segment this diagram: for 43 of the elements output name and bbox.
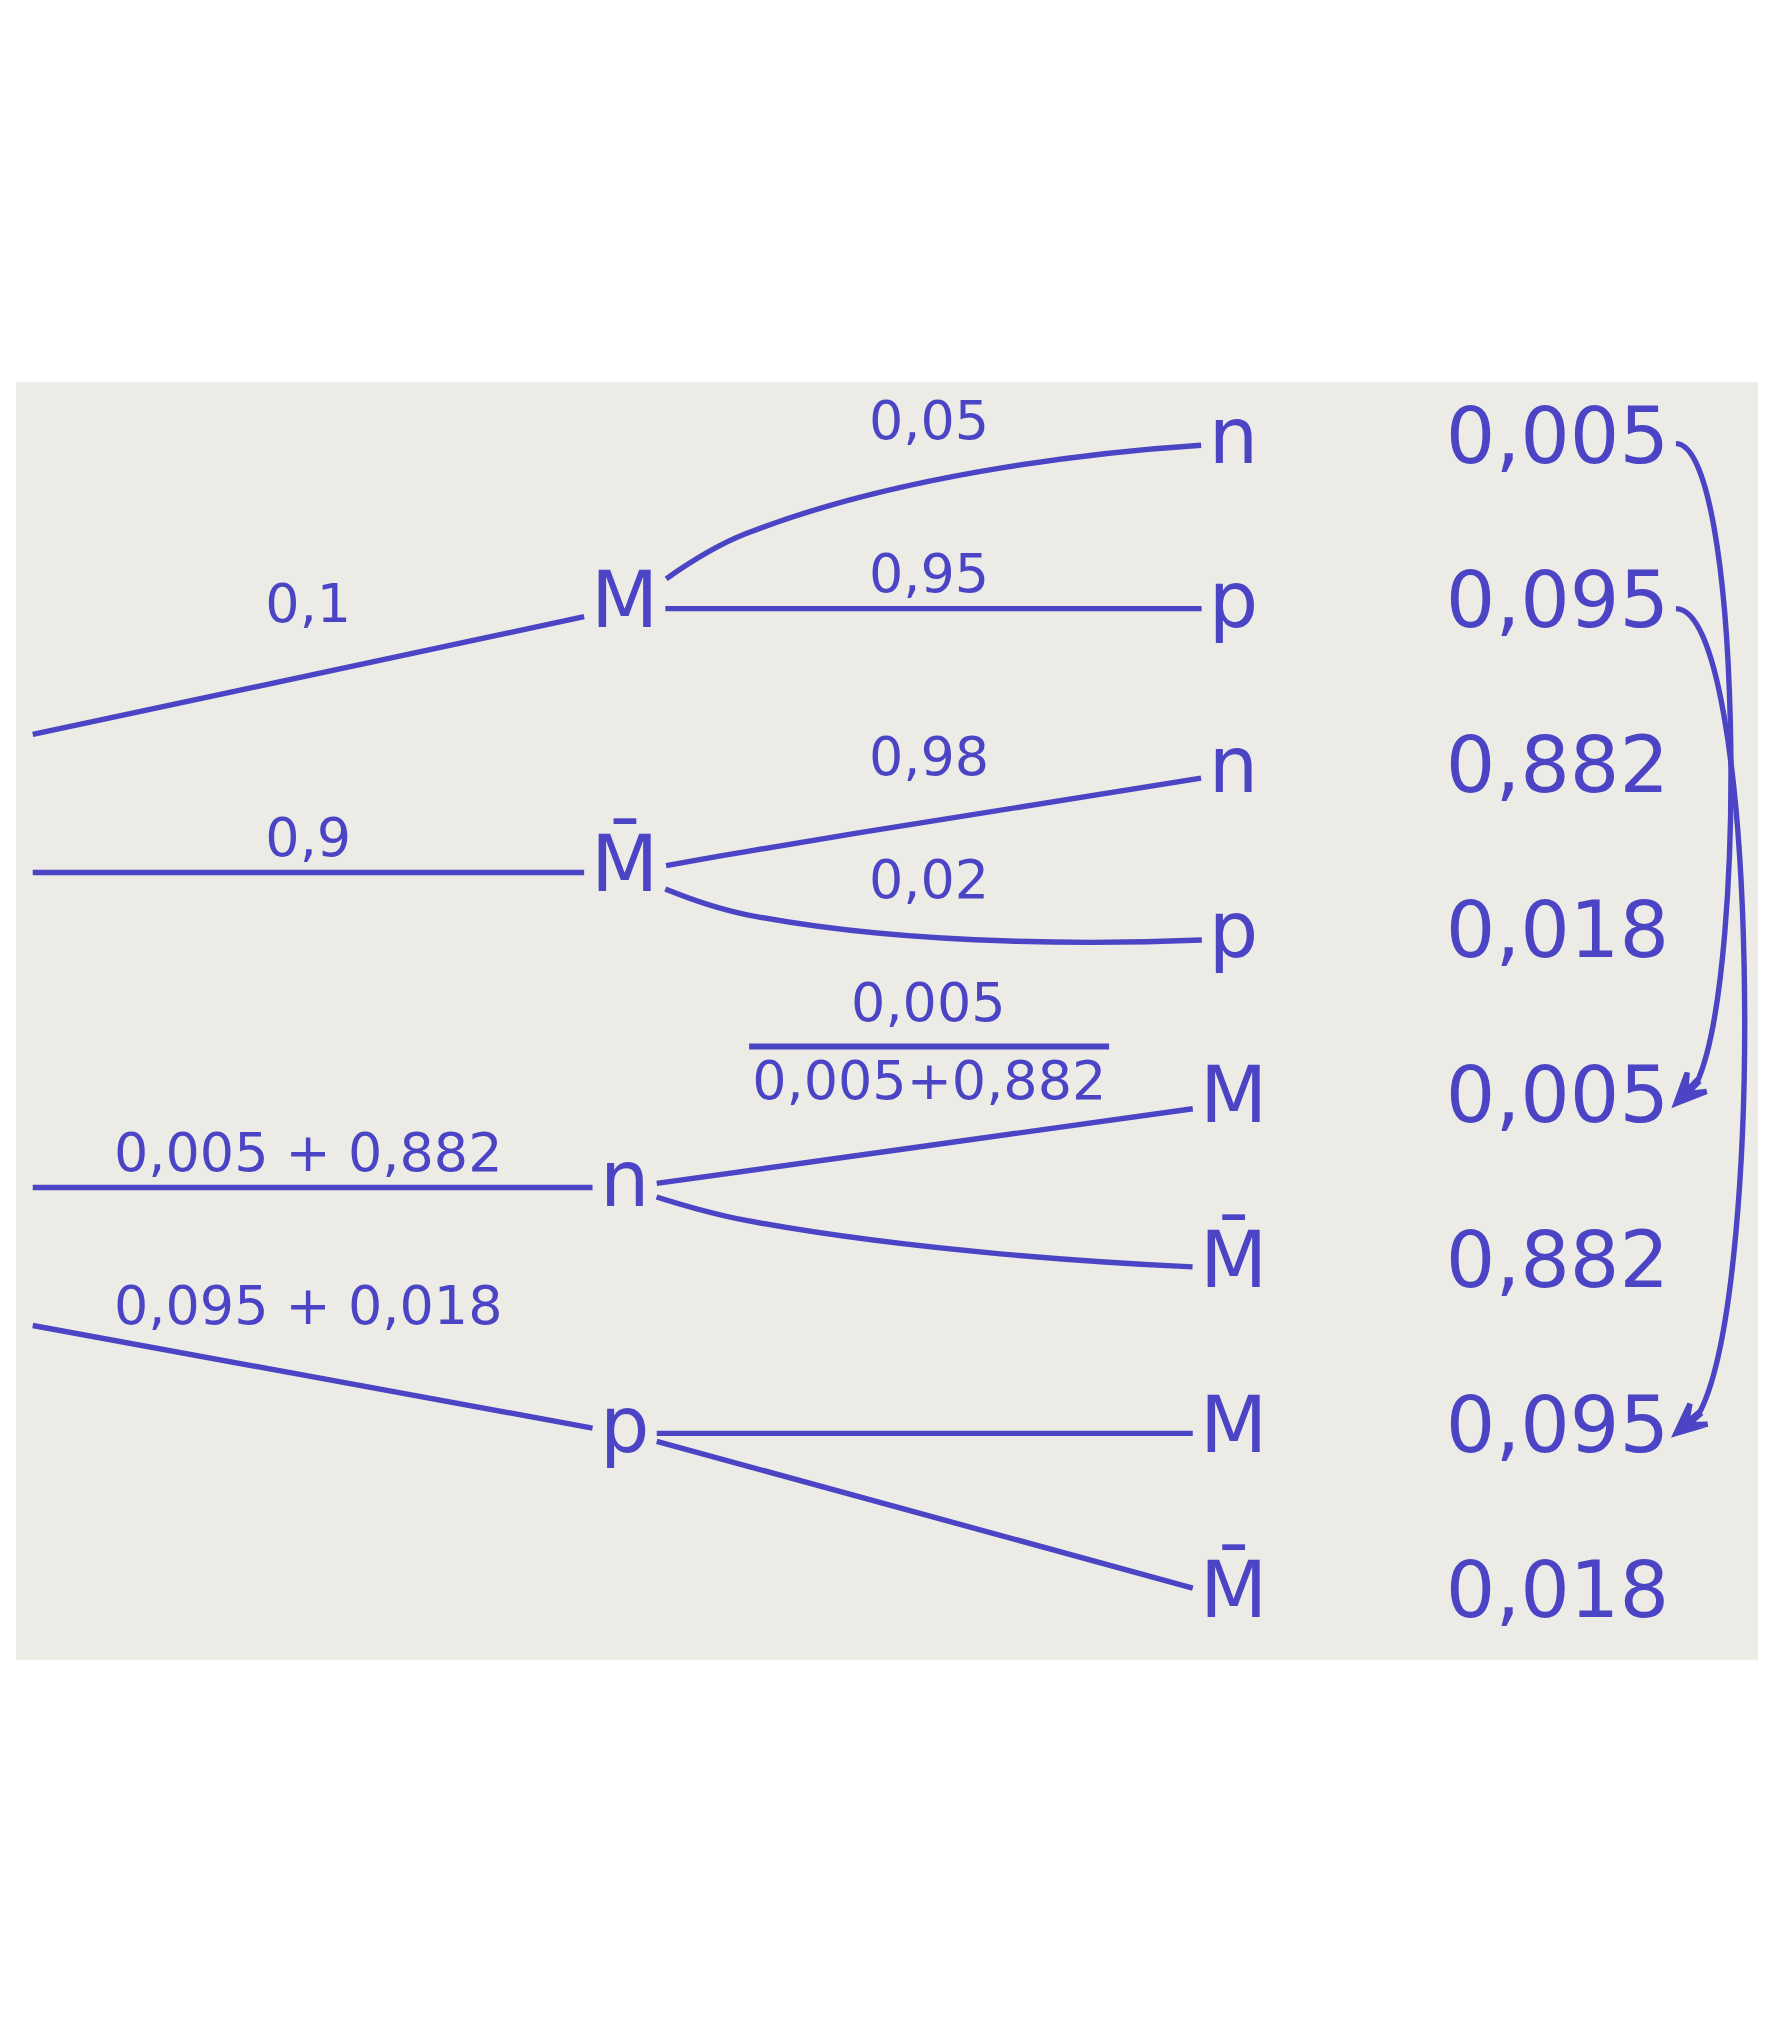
node-text: 0,005 xyxy=(1445,1050,1669,1141)
node-text: p xyxy=(599,1380,649,1471)
label: 0,882 xyxy=(1445,1215,1669,1306)
node-text: M̄ xyxy=(1199,1215,1267,1306)
edge-label: 0,95 xyxy=(868,541,989,605)
node-text: 0,095 xyxy=(1445,1380,1669,1471)
connector xyxy=(663,886,1202,945)
label: 0,882 xyxy=(1445,720,1669,811)
edge-label: 0,005 0,005+0,882 xyxy=(751,970,1106,1112)
node-text: M̄ xyxy=(590,819,658,910)
node-text: 0,005 xyxy=(1445,390,1669,481)
node-text: p xyxy=(1208,555,1258,646)
arrow xyxy=(1672,441,1733,1107)
edge-label: 0,1 xyxy=(264,571,351,635)
label: 0,018 xyxy=(1445,885,1669,976)
node-text: M xyxy=(590,555,658,646)
connector xyxy=(664,442,1201,582)
connector xyxy=(665,775,1201,869)
connector xyxy=(655,1438,1193,1591)
edge-label: 0,98 xyxy=(868,724,989,788)
edge-label: 0,005 + 0,882 xyxy=(113,1120,503,1184)
node-text: M xyxy=(1199,1380,1267,1471)
node-text: M xyxy=(1199,1050,1267,1141)
label: 0,018 xyxy=(1445,1545,1669,1636)
edge-label: 0,02 xyxy=(868,847,989,911)
node-text: 0,095 xyxy=(1445,555,1669,646)
node-text: n xyxy=(599,1134,649,1225)
connector xyxy=(31,1322,593,1431)
node-text: n xyxy=(1208,720,1258,811)
connector xyxy=(656,1430,1193,1437)
connector xyxy=(32,1184,593,1191)
connector xyxy=(32,869,584,876)
connector xyxy=(655,1043,1193,1187)
node-text: M̄ xyxy=(1199,1545,1267,1636)
edge-label: 0,05 xyxy=(868,388,989,452)
edge-label: 0,9 xyxy=(264,805,351,869)
node-text: n xyxy=(1208,390,1258,481)
node-text: p xyxy=(1208,885,1258,976)
connector xyxy=(31,614,585,738)
edge-label: 0,095 + 0,018 xyxy=(113,1273,503,1337)
arrow xyxy=(1672,606,1747,1437)
connector xyxy=(655,1194,1193,1270)
connector xyxy=(664,605,1202,612)
